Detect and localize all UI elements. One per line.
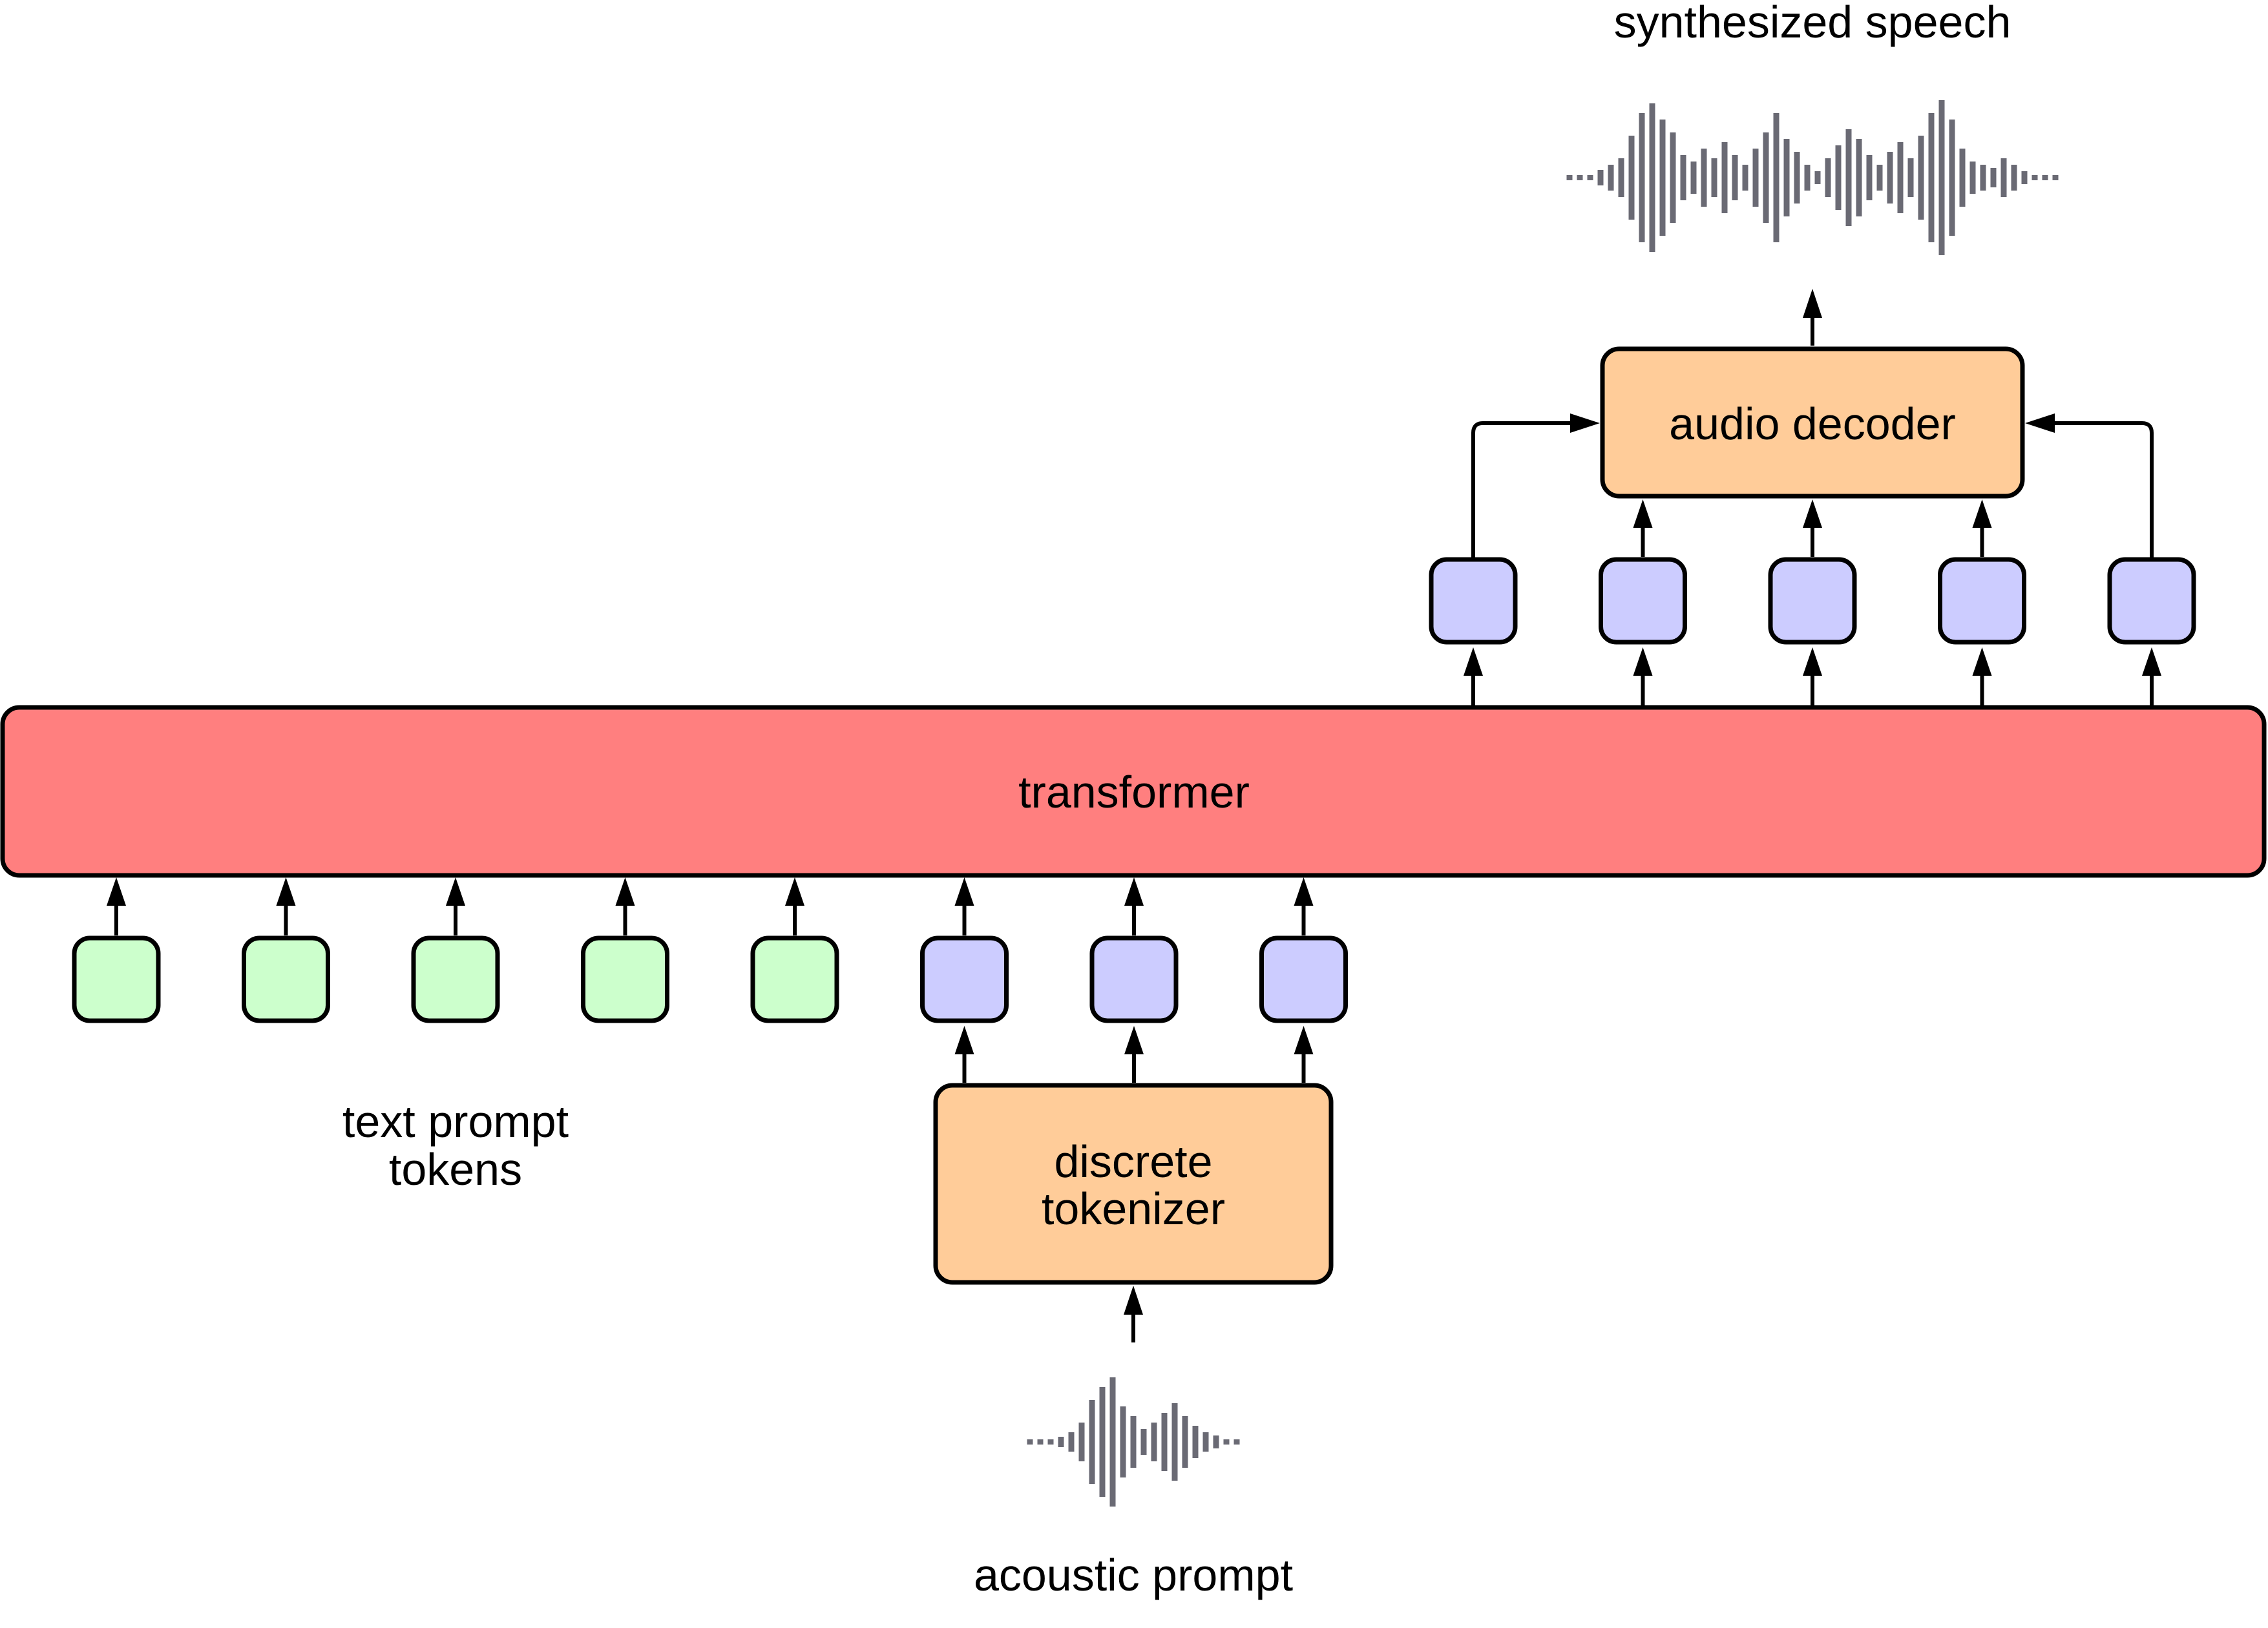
transformer-to-token-arrow bbox=[2142, 647, 2161, 705]
token-to-transformer-arrow bbox=[615, 877, 635, 935]
transformer-to-token-arrow bbox=[1633, 647, 1653, 705]
decoder-to-speech-arrow bbox=[1803, 289, 1822, 346]
discrete-tokenizer-label-line2: tokenizer bbox=[1042, 1184, 1225, 1234]
acoustic-prompt-waveform-icon bbox=[1027, 1377, 1240, 1507]
transformer-to-token-arrow bbox=[1464, 647, 1483, 705]
audio-decoder-rect bbox=[1600, 346, 2025, 499]
text-prompt-label-line1: text prompt bbox=[342, 1096, 569, 1147]
text-prompt-token bbox=[242, 935, 330, 1023]
audio-decoder-label: audio decoder bbox=[1669, 399, 1956, 449]
transformer-label: transformer bbox=[1018, 767, 1250, 817]
transformer-rect bbox=[0, 705, 2267, 878]
output-audio-tokens bbox=[1429, 499, 2196, 705]
output-audio-token bbox=[1429, 557, 1518, 645]
token-to-decoder-arrow bbox=[1972, 499, 1992, 557]
text-prompt-token bbox=[72, 935, 161, 1023]
tokenizer-to-token-arrow bbox=[1124, 1026, 1144, 1083]
text-prompt-token bbox=[750, 935, 839, 1023]
text-prompt-label-line2: tokens bbox=[389, 1144, 522, 1195]
acoustic-prompt-token bbox=[920, 935, 1009, 1023]
output-audio-token bbox=[2107, 557, 2196, 645]
text-prompt-token bbox=[411, 935, 500, 1023]
token-to-transformer-arrow bbox=[954, 877, 974, 935]
tokenizer-to-token-arrow bbox=[1294, 1026, 1314, 1083]
acoustic-prompt-token bbox=[1089, 935, 1179, 1023]
token-to-transformer-arrow bbox=[276, 877, 296, 935]
discrete-tokenizer-rect bbox=[933, 1083, 1334, 1285]
output-audio-token bbox=[1768, 557, 1857, 645]
transformer-to-token-arrow bbox=[1972, 647, 1992, 705]
transformer-to-token-arrow bbox=[1803, 647, 1822, 705]
decoder-right-input-arrow bbox=[2025, 413, 2154, 558]
transformer-box: transformer bbox=[0, 705, 2267, 878]
decoder-left-input-arrow bbox=[1471, 413, 1600, 558]
synthesized-speech-waveform-icon bbox=[1566, 100, 2059, 255]
token-to-transformer-arrow bbox=[1124, 877, 1144, 935]
token-to-decoder-arrow bbox=[1803, 499, 1822, 557]
output-audio-token bbox=[1938, 557, 2026, 645]
token-to-transformer-arrow bbox=[446, 877, 465, 935]
discrete-tokenizer-label-line1: discrete bbox=[1054, 1136, 1212, 1187]
acoustic-to-tokenizer-arrow bbox=[1124, 1286, 1143, 1342]
text-prompt-token bbox=[581, 935, 669, 1023]
acoustic-prompt-label: acoustic prompt bbox=[974, 1550, 1293, 1600]
synthesized-speech-label: synthesized speech bbox=[1614, 0, 2011, 47]
token-to-transformer-arrow bbox=[1294, 877, 1314, 935]
output-audio-token bbox=[1599, 557, 1687, 645]
input-tokens bbox=[72, 877, 1348, 1083]
acoustic-prompt-token bbox=[1259, 935, 1348, 1023]
audio-decoder-box: audio decoder bbox=[1600, 346, 2025, 499]
token-to-transformer-arrow bbox=[107, 877, 126, 935]
tokenizer-to-token-arrow bbox=[954, 1026, 974, 1083]
discrete-tokenizer-box: discrete tokenizer bbox=[933, 1083, 1334, 1285]
token-to-transformer-arrow bbox=[785, 877, 804, 935]
token-to-decoder-arrow bbox=[1633, 499, 1653, 557]
